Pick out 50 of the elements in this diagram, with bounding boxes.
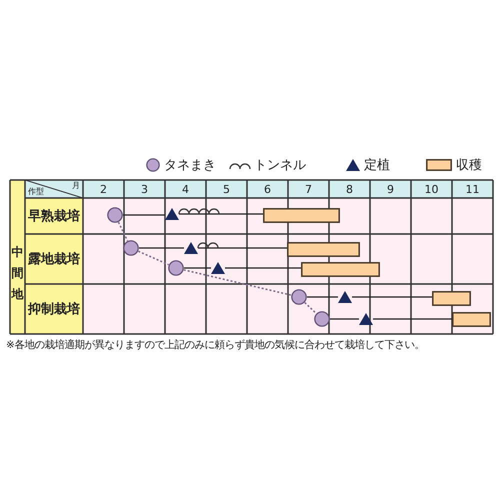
legend-label: 収穫 bbox=[456, 157, 482, 174]
month-cell: 2 bbox=[83, 180, 124, 198]
harvest-bar bbox=[452, 312, 491, 326]
sowing-circle bbox=[291, 289, 307, 305]
sowing-circle bbox=[168, 260, 184, 276]
schedule-line bbox=[184, 267, 211, 269]
month-cell: 7 bbox=[288, 180, 329, 198]
dotted-connector bbox=[118, 222, 128, 242]
row-header-cell: 露地栽培 bbox=[25, 234, 83, 284]
dotted-connector bbox=[138, 250, 169, 266]
note-text: ※各地の栽培適期が異なりますので上記のみに頼らず貴地の気候に合わせて栽培して下さい。 bbox=[6, 338, 426, 352]
legend-label: 定植 bbox=[364, 157, 390, 174]
planting-triangle bbox=[184, 242, 198, 254]
planting-triangle bbox=[359, 313, 373, 325]
harvest-bar bbox=[301, 262, 380, 276]
row-header-cell: 早熟栽培 bbox=[25, 198, 83, 234]
schedule-line bbox=[179, 213, 263, 215]
sowing-circle bbox=[123, 240, 139, 256]
schedule-line bbox=[307, 296, 338, 298]
month-cell: 10 bbox=[411, 180, 452, 198]
schedule-line bbox=[198, 247, 287, 249]
region-cell: 中間地 bbox=[10, 180, 25, 334]
schedule-line bbox=[352, 296, 432, 298]
harvest-bar bbox=[263, 208, 340, 222]
schedule-line bbox=[330, 318, 359, 320]
schedule-line bbox=[225, 267, 301, 269]
month-cell: 4 bbox=[165, 180, 206, 198]
month-cell: 8 bbox=[329, 180, 370, 198]
schedule-line bbox=[373, 318, 452, 320]
dotted-connector bbox=[304, 302, 317, 314]
column-label: 月 bbox=[72, 180, 80, 191]
column-label: 作型 bbox=[28, 186, 44, 197]
legend-label: トンネル bbox=[254, 157, 306, 174]
planting-triangle bbox=[211, 262, 225, 274]
planting-triangle bbox=[165, 208, 179, 220]
schedule-line bbox=[123, 214, 165, 216]
month-cell: 6 bbox=[247, 180, 288, 198]
month-cell: 9 bbox=[370, 180, 411, 198]
row-header-cell: 抑制栽培 bbox=[25, 284, 83, 334]
sowing-circle bbox=[107, 207, 123, 223]
month-cell: 5 bbox=[206, 180, 247, 198]
harvest-bar bbox=[287, 242, 360, 256]
planting-triangle bbox=[338, 291, 352, 303]
legend-label: タネまき bbox=[164, 157, 216, 174]
month-cell: 11 bbox=[452, 180, 493, 198]
dotted-connector bbox=[184, 269, 292, 296]
month-cell: 3 bbox=[124, 180, 165, 198]
schedule-line bbox=[139, 247, 184, 249]
sowing-circle bbox=[314, 311, 330, 327]
harvest-bar bbox=[432, 290, 471, 306]
